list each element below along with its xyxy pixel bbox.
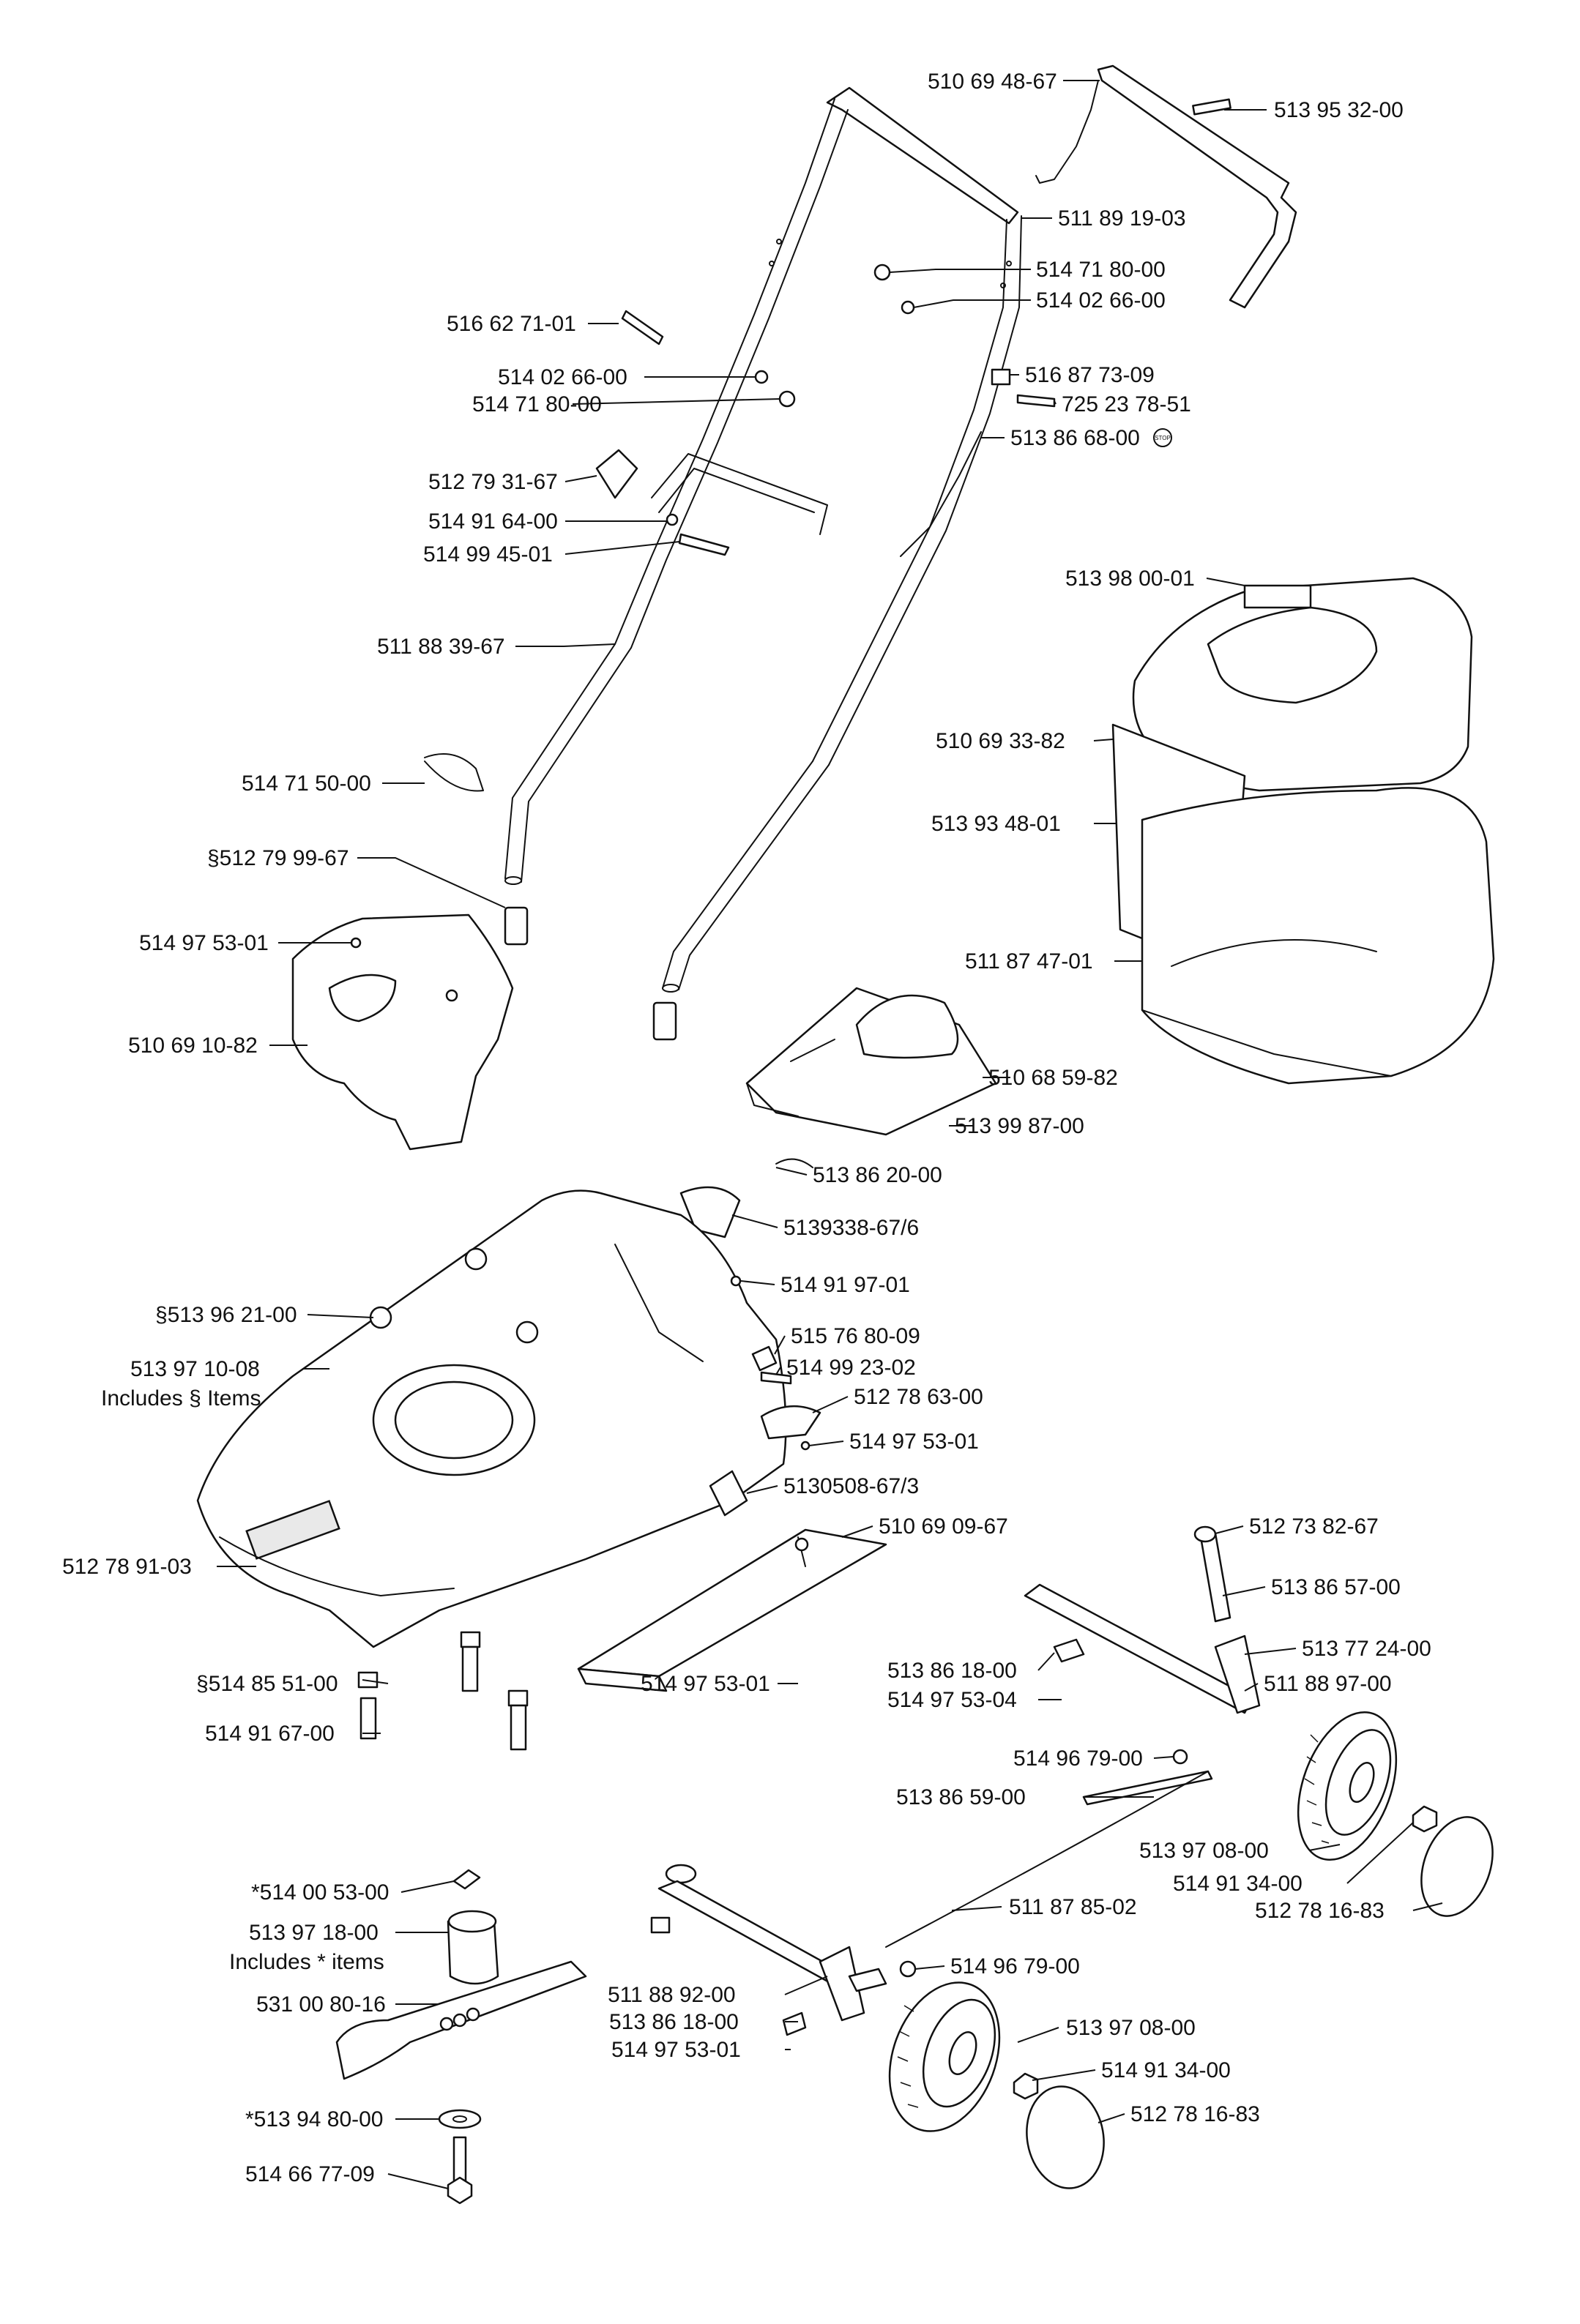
part-label: 513 97 18-00	[249, 1921, 379, 1945]
part-label: 514 97 53-01	[641, 1672, 770, 1696]
part-label: 531 00 80-16	[256, 1992, 386, 2017]
part-label: 5139338-67/6	[783, 1216, 919, 1240]
part-label: 513 86 18-00	[609, 2010, 739, 2034]
part-label: *514 00 53-00	[251, 1880, 390, 1905]
part-label: 512 73 82-67	[1249, 1514, 1379, 1539]
part-label: 510 68 59-82	[988, 1066, 1118, 1090]
mower-deck-drawing	[196, 1189, 787, 1648]
part-label: 512 78 16-83	[1255, 1899, 1385, 1923]
small-hardware-drawing	[424, 264, 1056, 792]
part-label: 514 91 64-00	[428, 509, 558, 534]
part-label: 510 69 33-82	[936, 729, 1065, 753]
rear-axle-drawing	[1024, 1525, 1261, 1806]
part-label: §513 96 21-00	[155, 1303, 297, 1327]
part-labels: 510 69 48-67 513 95 32-00 511 89 19-03 5…	[62, 70, 1431, 2186]
stop-badge-icon	[1153, 428, 1172, 447]
blade-stack-drawing	[335, 1869, 587, 2205]
stop-badge-text: STOP	[1155, 435, 1171, 441]
part-label: 513 97 10-08	[130, 1357, 260, 1381]
rear-guard-drawing	[291, 913, 514, 1151]
part-label: 516 87 73-09	[1025, 363, 1155, 387]
part-label: 514 96 79-00	[950, 1954, 1080, 1979]
part-label: 514 97 53-01	[849, 1430, 979, 1454]
part-label: 514 66 77-09	[245, 2162, 375, 2186]
lower-handle-drawing	[504, 453, 830, 993]
part-label: 513 93 48-01	[931, 812, 1061, 836]
part-label: 513 86 18-00	[887, 1659, 1017, 1683]
part-label: 514 99 23-02	[786, 1356, 916, 1380]
part-label: 514 96 79-00	[1013, 1746, 1143, 1771]
bail-bar-drawing	[1035, 64, 1297, 309]
part-label: 514 91 97-01	[780, 1273, 910, 1297]
part-label: 513 97 08-00	[1139, 1839, 1269, 1863]
front-axle-drawing	[650, 1771, 1209, 2036]
part-label: 513 98 00-01	[1065, 567, 1195, 591]
leader-lines	[217, 80, 1443, 2189]
part-label: 514 71 50-00	[242, 771, 371, 796]
part-label: 512 79 31-67	[428, 470, 558, 494]
grass-bag-drawing	[1111, 577, 1495, 1085]
part-label: 514 71 80-00	[472, 392, 602, 416]
part-label: 514 02 66-00	[1036, 288, 1166, 313]
part-label: 512 78 16-83	[1130, 2102, 1260, 2126]
part-label: 514 97 53-04	[887, 1688, 1017, 1712]
part-label: 513 97 08-00	[1066, 2016, 1196, 2040]
handle-sleeves-drawing	[504, 906, 677, 1041]
part-label: *513 94 80-00	[245, 2107, 384, 2131]
part-label: 514 91 34-00	[1101, 2058, 1231, 2082]
part-label: 513 99 87-00	[955, 1114, 1084, 1138]
part-label: 725 23 78-51	[1062, 392, 1191, 416]
part-label: 513 86 20-00	[813, 1163, 942, 1187]
front-bolts-drawing	[357, 1631, 529, 1751]
part-label: 511 88 97-00	[1264, 1672, 1392, 1696]
part-label: 514 97 53-01	[139, 931, 269, 955]
part-label: 514 02 66-00	[498, 365, 627, 389]
part-label: 510 69 48-67	[928, 70, 1057, 94]
part-label: 511 87 47-01	[965, 949, 1093, 974]
part-label: §514 85 51-00	[196, 1672, 338, 1696]
part-label: 512 78 63-00	[854, 1385, 983, 1409]
part-label: 511 88 39-67	[377, 635, 505, 659]
rear-door-drawing	[679, 987, 997, 1238]
upper-handle-drawing	[614, 86, 1022, 766]
deck-fasteners-drawing	[709, 1275, 821, 1517]
part-label: 511 88 92-00	[608, 1983, 736, 2007]
part-label: 510 69 10-82	[128, 1034, 258, 1058]
part-label: Includes § Items	[101, 1386, 261, 1411]
part-label: 511 87 85-02	[1009, 1895, 1137, 1919]
rear-wheel-drawing	[1297, 1711, 1494, 1917]
part-label: 514 91 34-00	[1173, 1872, 1303, 1896]
part-label: 514 71 80-00	[1036, 258, 1166, 282]
part-label: 514 97 53-01	[611, 2038, 741, 2062]
part-label: 513 77 24-00	[1302, 1637, 1431, 1661]
part-label: 513 86 57-00	[1271, 1575, 1401, 1599]
part-label: 514 91 67-00	[205, 1722, 335, 1746]
part-label: Includes * items	[229, 1950, 384, 1974]
part-label: 514 99 45-01	[423, 542, 553, 567]
part-label: 513 86 59-00	[896, 1785, 1026, 1809]
part-label: 515 76 80-09	[791, 1324, 920, 1348]
part-label: 511 89 19-03	[1058, 206, 1186, 231]
part-label: 513 86 68-00	[1010, 426, 1140, 450]
part-label: 512 78 91-03	[62, 1555, 192, 1579]
part-label: 5130508-67/3	[783, 1474, 919, 1498]
part-label: 513 95 32-00	[1274, 98, 1404, 122]
part-label: §512 79 99-67	[207, 846, 349, 870]
discharge-chute-drawing	[577, 1528, 887, 1692]
part-label: 510 69 09-67	[879, 1514, 1008, 1539]
front-wheel-drawing	[888, 1981, 1105, 2189]
part-label: 516 62 71-01	[447, 312, 576, 336]
